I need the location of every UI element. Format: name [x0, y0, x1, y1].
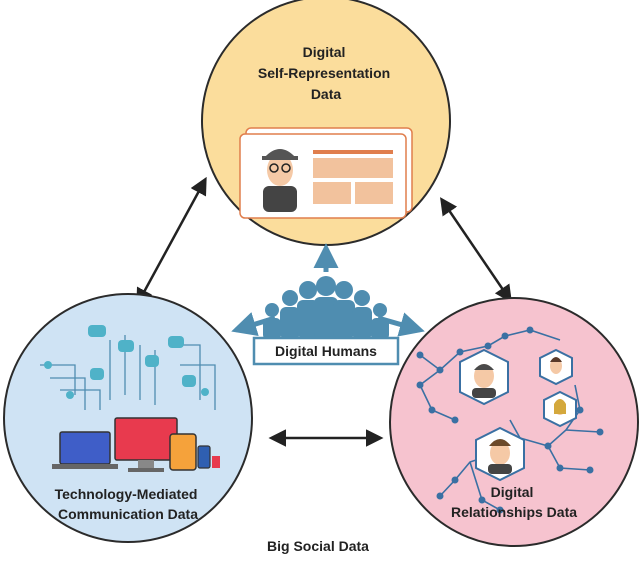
app-bubbles	[44, 325, 209, 399]
arrow-top-right	[440, 197, 512, 303]
node-self-representation: Digital Self-Representation Data	[201, 0, 451, 246]
digital-humans-label: Digital Humans	[275, 343, 377, 359]
node-technology-communication: Technology-Mediated Communication Data	[3, 293, 253, 543]
arrow-top-left	[136, 176, 207, 307]
node-technology-communication-label: Technology-Mediated Communication Data	[55, 486, 202, 522]
connection-arrows	[136, 176, 512, 447]
network-nodes	[416, 326, 604, 514]
people-icon	[263, 276, 389, 340]
computer-icons	[52, 417, 220, 472]
node-digital-relationships-label: Digital Relationships Data	[451, 484, 577, 520]
node-self-representation-label: Digital Self-Representation Data	[258, 44, 394, 102]
person-avatars	[459, 348, 577, 482]
node-digital-relationships: Digital Relationships Data	[389, 297, 639, 547]
digital-humans-label-box	[252, 336, 400, 366]
digital-humans-crowd: Digital Humans	[231, 243, 425, 366]
big-social-data-label: Big Social Data	[267, 538, 369, 554]
profile-card-icon	[239, 127, 413, 219]
